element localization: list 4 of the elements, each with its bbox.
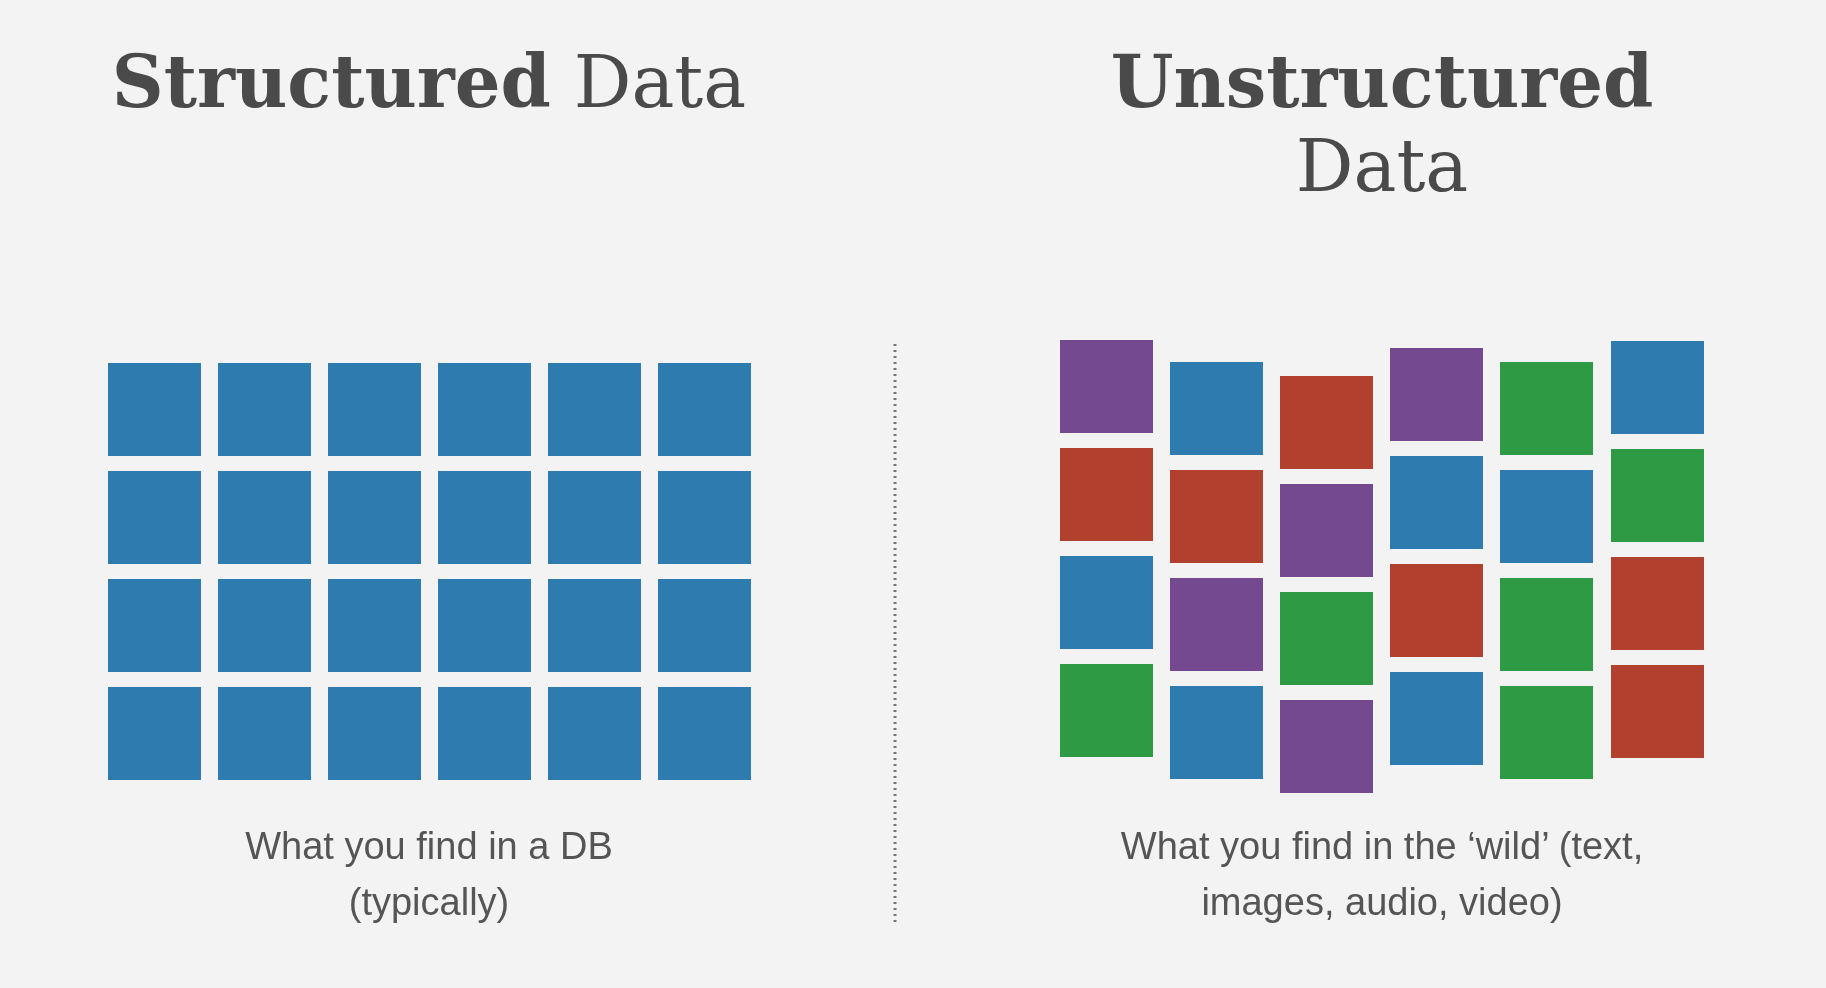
caption: What you find in a DB (typically) bbox=[244, 824, 614, 925]
heading: Unstructured Data bbox=[1109, 40, 1655, 208]
caption: What you find in the ‘wild’ (text, images, audio, video) bbox=[1119, 824, 1645, 925]
heading: Structured Data bbox=[110, 40, 748, 124]
